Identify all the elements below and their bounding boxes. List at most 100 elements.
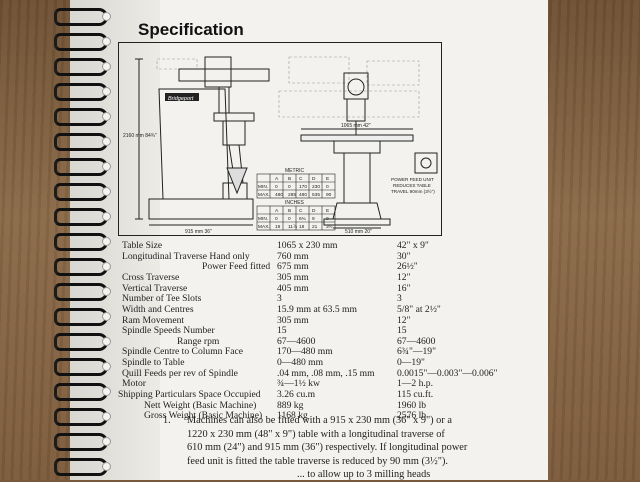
spec-imperial-value: 1—2 h.p.	[397, 378, 433, 389]
spec-label: Spindle Centre to Column Face	[122, 346, 243, 357]
binding-ring	[54, 83, 111, 101]
spec-imperial-value: 67—4600	[397, 336, 436, 347]
footnote-text: Machines can also be fitted with a 915 x…	[187, 414, 467, 482]
spec-metric-value: 3	[277, 293, 282, 304]
table-cell: B	[288, 176, 291, 182]
binding-ring	[54, 108, 111, 126]
table-cell: C	[299, 208, 303, 214]
binding-ring	[54, 408, 111, 426]
table-cell: A	[275, 176, 279, 182]
spec-label: Nett Weight (Basic Machine)	[144, 400, 257, 411]
binding-ring	[54, 133, 111, 151]
spec-metric-value: 1065 x 230 mm	[277, 240, 338, 251]
table-cell: 6¾	[299, 216, 307, 222]
spec-metric-value: 760 mm	[277, 251, 309, 262]
spec-label: Power Feed fitted	[202, 261, 271, 272]
power-feed-note-3: TRAVEL 90mm (3½")	[391, 188, 435, 194]
milling-machine-drawing: Bridgeport 2160 mm 84¾" 915 mm 36" 1065 …	[123, 56, 438, 235]
binding-ring	[54, 158, 111, 176]
table-cell: 285	[288, 192, 296, 198]
height-dimension: 2160 mm 84¾"	[123, 133, 157, 139]
footnote-line: Machines can also be fitted with a 915 x…	[187, 415, 452, 426]
table-cell: 0	[275, 216, 278, 222]
brand-plate	[165, 93, 199, 101]
table-cell: 0	[288, 184, 291, 190]
table-cell: 170	[299, 184, 307, 190]
table-cell: D	[312, 176, 316, 182]
binding-ring	[54, 233, 111, 251]
metric-table-title: METRIC	[285, 168, 305, 174]
spec-label: Ram Movement	[122, 315, 185, 326]
table-cell: 3½	[326, 223, 333, 230]
spec-label: Table Size	[122, 240, 163, 251]
brand-label: Bridgeport	[168, 96, 194, 102]
spec-metric-value: 15.9 mm at 63.5 mm	[277, 304, 357, 315]
table-cell: 0	[326, 216, 329, 222]
spec-metric-value: 889 kg	[277, 400, 304, 411]
spec-label: Spindle to Table	[122, 357, 185, 368]
machine-diagram: Bridgeport 2160 mm 84¾" 915 mm 36" 1065 …	[118, 42, 442, 236]
spec-metric-value: 0—480 mm	[277, 357, 324, 368]
table-cell: MAX.	[258, 224, 270, 230]
spec-imperial-value: 1960 lb	[397, 400, 427, 411]
table-cell: 0	[275, 184, 278, 190]
table-cell: D	[312, 208, 316, 214]
spec-metric-value: 3.26 cu.m	[277, 389, 316, 400]
binding-ring	[54, 33, 111, 51]
spec-label: Longitudinal Traverse Hand only	[122, 251, 250, 262]
binding-ring	[54, 58, 111, 76]
spec-imperial-value: 12"	[397, 315, 411, 326]
binding-ring	[54, 383, 111, 401]
spec-label: Quill Feeds per rev of Spindle	[122, 368, 238, 379]
table-cell: 18	[299, 224, 305, 230]
inches-table-title: INCHES	[285, 200, 305, 206]
table-cell: 19	[275, 224, 281, 230]
spec-imperial-value: 0.0015"—0.003"—0.006"	[397, 368, 498, 379]
spec-imperial-value: 3	[397, 293, 402, 304]
footnote-number: 1.	[163, 415, 171, 426]
spec-label: Range rpm	[177, 336, 220, 347]
spec-metric-value: .04 mm, .08 mm, .15 mm	[277, 368, 375, 379]
binding-ring	[54, 8, 111, 26]
spec-metric-value: 305 mm	[277, 315, 309, 326]
spec-label: Cross Traverse	[122, 272, 180, 283]
page-title: Specification	[138, 20, 244, 39]
spec-metric-value: 170—480 mm	[277, 346, 333, 357]
spec-label: Gross Weight (Basic Machine)	[144, 410, 263, 421]
table-cell: E	[326, 176, 329, 182]
table-cell: 230	[312, 184, 320, 190]
spec-label: Vertical Traverse	[122, 283, 188, 294]
spec-imperial-value: 115 cu.ft.	[397, 389, 434, 400]
footnote-line: 610 mm (24") and 915 mm (36") respective…	[187, 442, 468, 454]
spec-metric-value: 305 mm	[277, 272, 309, 283]
spec-metric-value: 67—4600	[277, 336, 316, 347]
table-cell: B	[288, 208, 291, 214]
table-cell: 90	[326, 192, 332, 198]
table-cell: MAX.	[258, 192, 270, 198]
table-cell: 535	[312, 192, 320, 198]
table-cell: 0	[288, 216, 291, 222]
footnote-line: ... to allow up to 3 milling heads	[297, 469, 431, 481]
binding-ring	[54, 433, 111, 451]
table-cell: 480	[275, 192, 283, 198]
spec-label: Number of Tee Slots	[122, 293, 202, 304]
spec-metric-value: 675 mm	[277, 261, 309, 272]
spec-label: Motor	[122, 378, 146, 389]
spec-imperial-value: 26½"	[397, 261, 418, 272]
front-base-dimension: 510 mm 20"	[345, 229, 372, 235]
binding-ring	[54, 208, 111, 226]
spec-label: Spindle Speeds Number	[122, 325, 215, 336]
binding-ring	[54, 458, 111, 476]
spec-imperial-value: 6¾"—19"	[397, 346, 437, 357]
spec-imperial-value: 2576 lb	[397, 410, 427, 421]
table-cell: 0	[326, 184, 329, 190]
spec-imperial-value: 42" x 9"	[397, 240, 429, 251]
spec-label: Shipping Particulars Space Occupied	[118, 389, 261, 400]
spec-imperial-value: 12"	[397, 272, 411, 283]
table-width-dimension: 1065 mm 42"	[341, 123, 371, 129]
spec-imperial-value: 5/8" at 2½"	[397, 304, 441, 315]
spec-imperial-value: 30"	[397, 251, 411, 262]
binding-ring	[54, 283, 111, 301]
